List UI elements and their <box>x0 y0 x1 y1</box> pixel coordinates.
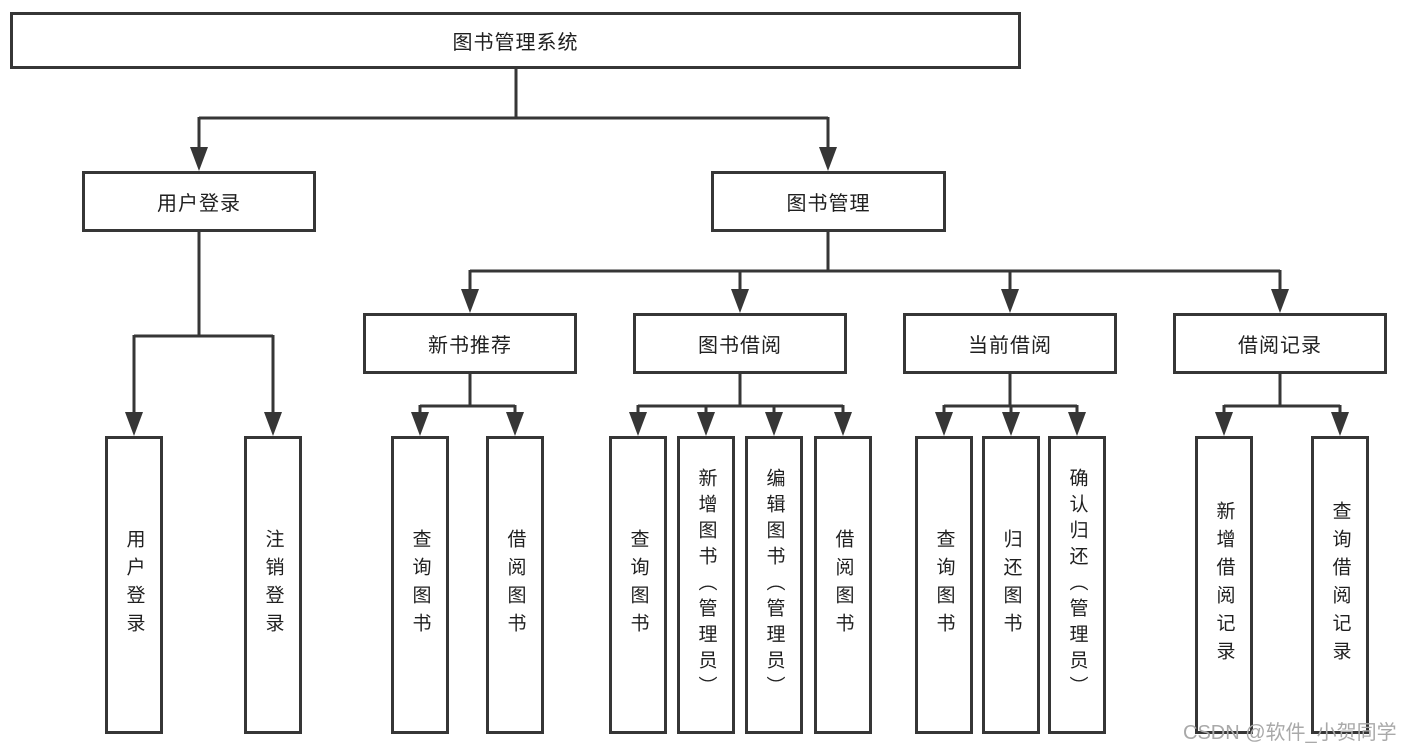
node-label: 当前借阅 <box>968 335 1052 357</box>
node-edit-books-admin: 编辑图书（管理员） <box>745 436 803 734</box>
node-return-books: 归还图书 <box>982 436 1040 734</box>
node-label: 借阅图书 <box>504 529 526 641</box>
node-borrow-books-recommend: 借阅图书 <box>486 436 544 734</box>
node-logout: 注销登录 <box>244 436 302 734</box>
node-label: 确认归还（管理员） <box>1066 468 1088 702</box>
node-user-login: 用户登录 <box>82 171 316 232</box>
node-label: 图书管理系统 <box>452 32 579 54</box>
node-borrow-books: 借阅图书 <box>814 436 872 734</box>
node-label: 新增借阅记录 <box>1213 501 1235 669</box>
node-label: 新书推荐 <box>428 335 512 357</box>
node-label: 查询图书 <box>409 529 431 641</box>
node-label: 借阅图书 <box>832 529 854 641</box>
node-book-management: 图书管理 <box>711 171 946 232</box>
node-borrow-records: 借阅记录 <box>1173 313 1387 374</box>
node-label: 新增图书（管理员） <box>695 468 717 702</box>
node-login: 用户登录 <box>105 436 163 734</box>
arrowheads <box>125 147 1349 436</box>
node-label: 编辑图书（管理员） <box>763 468 785 702</box>
node-label: 借阅记录 <box>1238 335 1322 357</box>
node-query-books-borrow: 查询图书 <box>609 436 667 734</box>
node-add-books-admin: 新增图书（管理员） <box>677 436 735 734</box>
csdn-watermark: CSDN @软件_小贺同学 <box>1183 722 1397 744</box>
node-confirm-return-admin: 确认归还（管理员） <box>1048 436 1106 734</box>
node-add-borrow-record: 新增借阅记录 <box>1195 436 1253 734</box>
node-label: 用户登录 <box>157 193 241 215</box>
node-label: 查询借阅记录 <box>1329 501 1351 669</box>
node-query-borrow-record: 查询借阅记录 <box>1311 436 1369 734</box>
node-book-borrow: 图书借阅 <box>633 313 847 374</box>
node-label: 归还图书 <box>1000 529 1022 641</box>
node-label: 图书管理 <box>786 193 871 215</box>
node-label: 注销登录 <box>262 529 284 641</box>
node-query-books-current: 查询图书 <box>915 436 973 734</box>
node-label: 查询图书 <box>627 529 649 641</box>
node-library-system: 图书管理系统 <box>10 12 1021 69</box>
node-current-borrow: 当前借阅 <box>903 313 1117 374</box>
node-label: 图书借阅 <box>698 335 782 357</box>
node-label: 用户登录 <box>123 529 145 641</box>
node-label: 查询图书 <box>933 529 955 641</box>
node-query-books-recommend: 查询图书 <box>391 436 449 734</box>
node-new-book-recommend: 新书推荐 <box>363 313 577 374</box>
